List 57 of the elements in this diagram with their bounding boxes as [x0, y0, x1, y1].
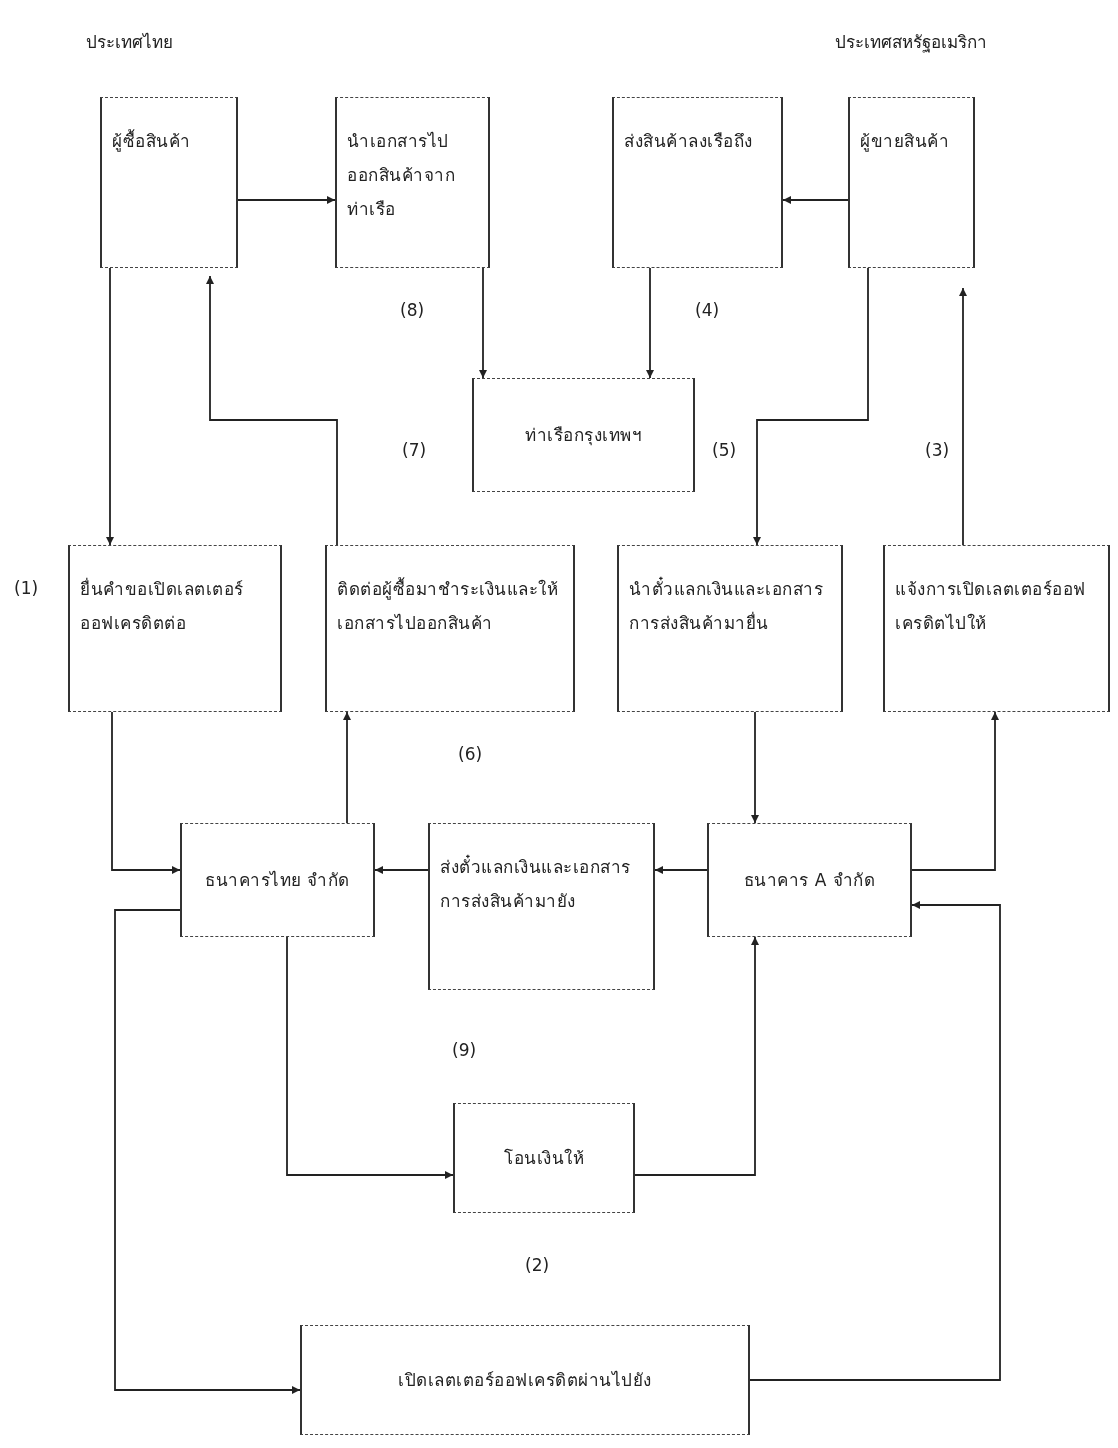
box-text: ส่งตั๋วแลกเงินและเอกสารการส่งสินค้ามายัง: [440, 850, 643, 918]
box-text: ผู้ขายสินค้า: [860, 130, 949, 154]
arrow: [106, 267, 114, 546]
process-box: [472, 378, 695, 492]
box-text: แจ้งการเปิดเลตเตอร์ออฟเครดิตไปให้: [895, 578, 1087, 635]
box-text: นำเอกสารไปออกสินค้าจากท่าเรือ: [347, 130, 456, 221]
process-box: [428, 823, 655, 990]
step-number: (8): [400, 300, 425, 320]
step-number: (2): [525, 1255, 550, 1275]
step-number: (7): [402, 440, 427, 460]
process-box: [100, 97, 238, 268]
step-number: (1): [14, 578, 39, 598]
arrow: [646, 267, 654, 379]
process-box: [883, 545, 1110, 712]
box-text: ธนาคารไทย จำกัด: [205, 869, 350, 892]
box-text: ผู้ซื้อสินค้า: [112, 128, 191, 154]
box-text: ท่าเรือกรุงเทพฯ: [525, 424, 642, 448]
process-box: [453, 1103, 635, 1213]
box-text: ธนาคาร A จำกัด: [743, 869, 876, 892]
arrow: [374, 866, 429, 874]
arrow: [959, 287, 967, 546]
process-box: [848, 97, 975, 268]
process-box: [180, 823, 375, 937]
process-box: [68, 545, 282, 712]
process-box: [707, 823, 912, 937]
arrow: [111, 711, 181, 874]
arrow: [751, 711, 759, 824]
step-number: (5): [712, 440, 737, 460]
arrow: [343, 711, 351, 824]
box-text: โอนเงินให้: [504, 1147, 584, 1170]
process-box: [335, 97, 490, 268]
process-box: [617, 545, 843, 712]
box-text: ยื่นคำขอเปิดเลตเตอร์ออฟเครดิตต่อ: [80, 576, 245, 635]
arrow: [479, 267, 487, 379]
arrow: [654, 866, 708, 874]
process-box: [612, 97, 783, 268]
process-box: [300, 1325, 750, 1435]
arrow: [782, 196, 849, 204]
arrow: [634, 936, 759, 1176]
box-text: ส่งสินค้าลงเรือถึง: [624, 130, 753, 153]
country-label: ประเทศไทย: [86, 31, 173, 54]
arrow: [286, 936, 454, 1179]
country-label: ประเทศสหรัฐอเมริกา: [835, 31, 987, 55]
arrow: [114, 909, 301, 1394]
box-text: นำตั๋วแลกเงินและเอกสารการส่งสินค้ามายื่น: [629, 572, 831, 640]
step-number: (4): [695, 300, 720, 320]
arrow: [749, 901, 1001, 1381]
arrow: [753, 267, 869, 546]
box-text: ติดต่อผู้ซื้อมาชำระเงินและให้เอกสารไปออกสินค้า: [337, 576, 559, 635]
step-number: (3): [925, 440, 950, 460]
arrow: [237, 196, 336, 204]
arrow: [206, 275, 338, 546]
box-text: เปิดเลตเตอร์ออฟเครดิตผ่านไปยัง: [398, 1369, 652, 1392]
step-number: (6): [458, 744, 483, 764]
process-box: [325, 545, 575, 712]
arrow: [911, 711, 999, 871]
step-number: (9): [452, 1040, 477, 1060]
